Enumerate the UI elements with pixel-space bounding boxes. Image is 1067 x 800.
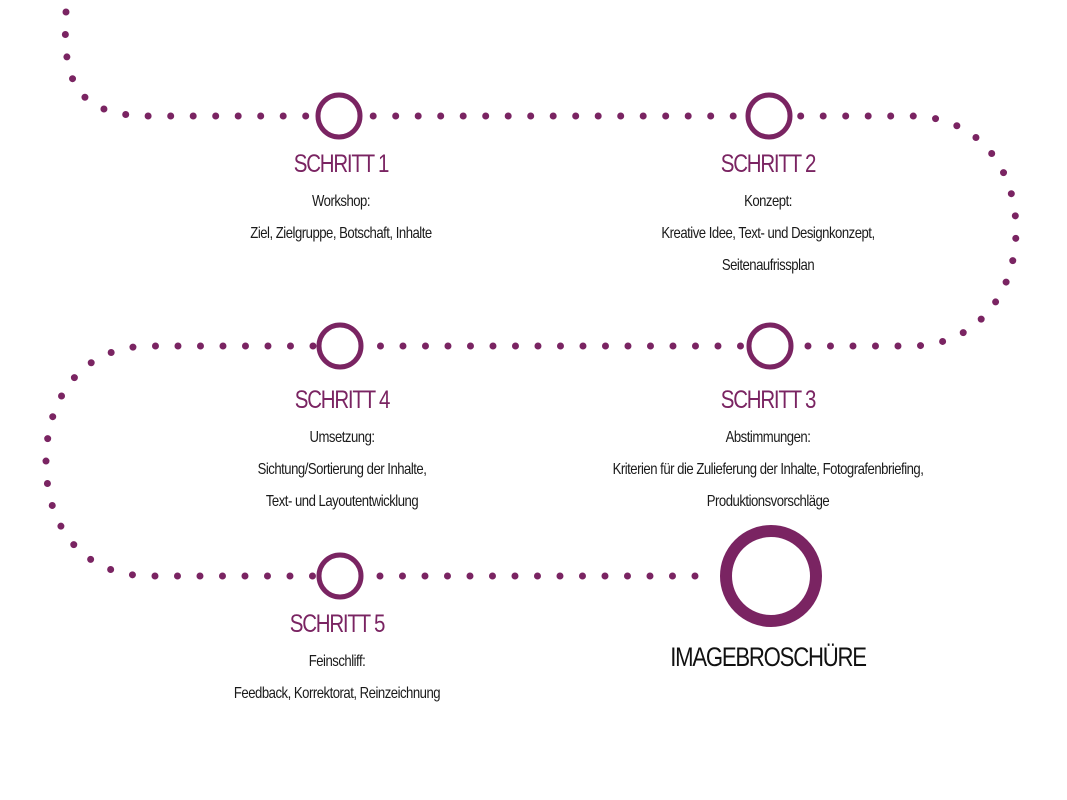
step-3-line-2: Kriterien für die Zulieferung der Inhalt… xyxy=(612,461,924,478)
step-5: SCHRITT 5 Feinschliff: Feedback, Korrekt… xyxy=(157,608,517,710)
step-2: SCHRITT 2 Konzept: Kreative Idee, Text- … xyxy=(588,148,948,282)
step-3: SCHRITT 3 Abstimmungen: Kriterien für di… xyxy=(558,384,978,518)
step-2-line-3: Seitenaufrissplan xyxy=(721,257,815,274)
final-label: IMAGEBROSCHÜRE xyxy=(670,642,867,672)
step-3-title: SCHRITT 3 xyxy=(720,386,817,414)
step-1-node xyxy=(315,92,363,140)
step-3-node xyxy=(746,322,794,370)
step-4: SCHRITT 4 Umsetzung: Sichtung/Sortierung… xyxy=(162,384,522,518)
step-5-line-2: Feedback, Korrektorat, Reinzeichnung xyxy=(233,685,441,702)
step-1: SCHRITT 1 Workshop: Ziel, Zielgruppe, Bo… xyxy=(161,148,521,250)
step-2-line-1: Konzept: xyxy=(744,193,792,210)
step-4-node xyxy=(316,322,364,370)
step-3-line-3: Produktionsvorschläge xyxy=(706,493,830,510)
step-3-line-1: Abstimmungen: xyxy=(725,429,811,446)
step-1-line-1: Workshop: xyxy=(311,193,371,210)
step-5-line-1: Feinschliff: xyxy=(308,653,366,670)
final-node xyxy=(720,525,822,627)
step-1-title: SCHRITT 1 xyxy=(293,150,390,178)
step-5-node xyxy=(316,552,364,600)
step-4-line-1: Umsetzung: xyxy=(309,429,375,446)
step-2-node xyxy=(745,92,793,140)
step-4-title: SCHRITT 4 xyxy=(294,386,391,414)
step-4-line-2: Sichtung/Sortierung der Inhalte, xyxy=(257,461,427,478)
step-2-title: SCHRITT 2 xyxy=(720,150,817,178)
step-4-line-3: Text- und Layoutentwicklung xyxy=(265,493,419,510)
step-2-line-2: Kreative Idee, Text- und Designkonzept, xyxy=(661,225,875,242)
step-5-title: SCHRITT 5 xyxy=(289,610,386,638)
step-1-line-2: Ziel, Zielgruppe, Botschaft, Inhalte xyxy=(250,225,432,242)
